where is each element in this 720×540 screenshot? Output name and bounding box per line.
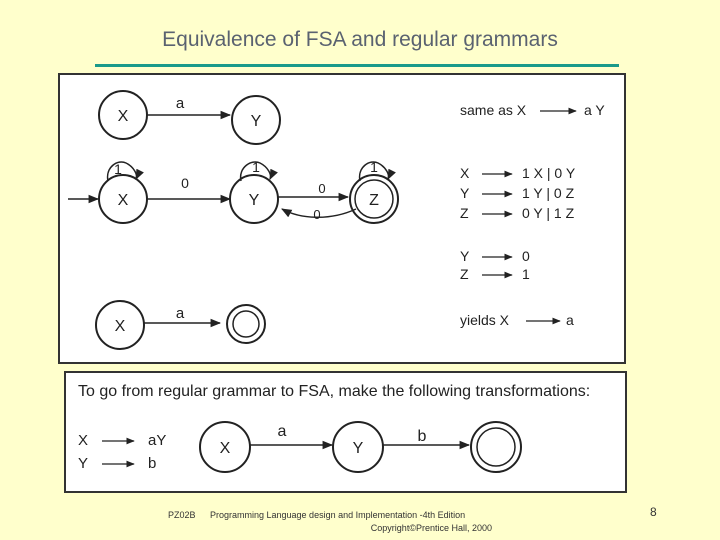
book-title: Programming Language design and Implemen… — [210, 510, 466, 520]
state-x-circle — [199, 421, 251, 473]
transformation-instruction: To go from regular grammar to FSA, make … — [78, 383, 591, 400]
final-rule-2-rhs: 1 — [522, 266, 530, 282]
transition-x-y-label: 0 — [181, 175, 189, 191]
example-1: X a Y same as X a Y — [98, 90, 605, 145]
footer-citation: Programming Language design and Implemen… — [210, 509, 500, 535]
state-z-label: Z — [369, 192, 379, 209]
transition-a-label: a — [176, 305, 185, 322]
final-state-outer-circle — [226, 304, 266, 344]
example-3: X a yields X a — [95, 300, 574, 350]
state-y-circle — [229, 174, 279, 224]
loop-z-label: 1 — [370, 159, 378, 175]
rule-1-lhs: X — [78, 432, 88, 449]
state-x-label: X — [118, 108, 129, 125]
state-x-label: X — [118, 192, 129, 209]
grammar-rules: X aY Y b — [78, 432, 166, 472]
state-x-label: X — [115, 318, 126, 335]
state-z-inner-circle — [354, 179, 394, 219]
state-y-label: Y — [353, 440, 364, 457]
state-x-circle — [95, 300, 145, 350]
transition-z-y — [281, 208, 357, 218]
state-z-outer-circle — [349, 174, 399, 224]
transition-z-y-label: 0 — [313, 207, 320, 222]
loop-y — [239, 161, 278, 182]
rule-3-lhs: Z — [460, 205, 469, 221]
final-rule-1-lhs: Y — [460, 248, 470, 264]
loop-z — [358, 161, 396, 182]
transition-a-label: a — [176, 95, 185, 112]
transition-y-z-label: 0 — [318, 181, 325, 196]
transition-a-label: a — [278, 423, 287, 440]
rule-2-lhs: Y — [460, 185, 470, 201]
final-rule-2-lhs: Z — [460, 266, 469, 282]
slide-title: Equivalence of FSA and regular grammars — [162, 28, 558, 51]
title-underline — [95, 64, 619, 67]
rule-prefix: yields X — [460, 312, 510, 328]
rule-prefix: same as X — [460, 102, 527, 118]
state-y-circle — [231, 95, 281, 145]
page-number: 8 — [650, 505, 657, 519]
rule-1-lhs: X — [460, 165, 470, 181]
grammar-rules: X 1 X | 0 Y Y 1 Y | 0 Z Z 0 Y | 1 Z Y 0 … — [460, 165, 576, 282]
rule-1-rhs: aY — [148, 432, 166, 449]
final-state-inner-circle — [232, 310, 260, 338]
final-state-outer-circle — [470, 421, 522, 473]
state-x-label: X — [220, 440, 231, 457]
rule-1-rhs: 1 X | 0 Y — [522, 165, 576, 181]
rule-rhs: a Y — [584, 102, 605, 118]
state-y-label: Y — [249, 192, 260, 209]
fsa-to-grammar-diagram: X a Y same as X a Y X 1 0 Y 1 0 0 — [68, 90, 605, 350]
transition-b-label: b — [418, 428, 427, 445]
state-y-label: Y — [251, 113, 262, 130]
loop-y-label: 1 — [252, 159, 260, 175]
rule-2-rhs: b — [148, 455, 156, 472]
final-rule-1-rhs: 0 — [522, 248, 530, 264]
course-code: PZ02B — [168, 510, 196, 520]
state-y-circle — [332, 421, 384, 473]
rule-2-lhs: Y — [78, 455, 88, 472]
fsa-to-grammar-panel: X a Y same as X a Y X 1 0 Y 1 0 0 — [58, 73, 626, 364]
rule-3-rhs: 0 Y | 1 Z — [522, 205, 575, 221]
rule-rhs: a — [566, 312, 574, 328]
copyright: Copyright©Prentice Hall, 2000 — [370, 523, 492, 533]
example-2: X 1 0 Y 1 0 0 Z 1 X 1 X | 0 Y Y — [68, 159, 576, 282]
loop-x-label: 1 — [114, 161, 122, 177]
grammar-to-fsa-panel: To go from regular grammar to FSA, make … — [64, 371, 627, 493]
rule-2-rhs: 1 Y | 0 Z — [522, 185, 575, 201]
loop-x — [106, 161, 144, 182]
final-state-inner-circle — [476, 427, 516, 467]
grammar-to-fsa-diagram: X aY Y b X a Y b — [78, 421, 522, 473]
